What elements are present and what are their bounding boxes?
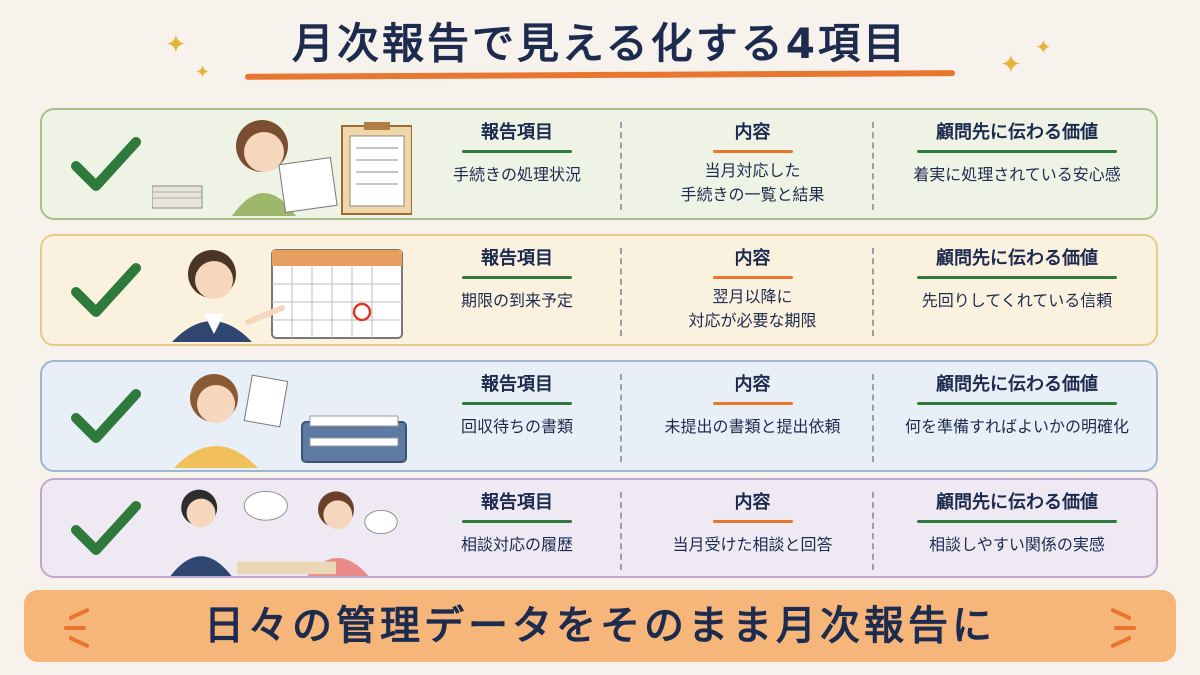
content-text: 未提出の書類と提出依頼: [664, 417, 841, 436]
content-text: 翌月以降に 対応が必要な期限: [688, 287, 817, 330]
woman-with-document-tray-illustration: [174, 374, 407, 468]
report-item-text: 回収待ちの書類: [460, 417, 573, 436]
sparkle-icon: ✦: [1000, 50, 1022, 80]
column-heading: 内容: [734, 492, 771, 513]
report-item-column: 報告項目 回収待ちの書類: [412, 372, 622, 439]
column-divider: [620, 248, 622, 336]
content-column: 内容 当月対応した 手続きの一覧と結果: [630, 120, 875, 207]
column-heading: 報告項目: [481, 374, 553, 395]
check-icon: [71, 389, 141, 443]
column-divider: [872, 374, 874, 462]
content-text: 当月受けた相談と回答: [672, 535, 833, 554]
check-icon: [71, 137, 141, 191]
sparkle-icon: ✦: [165, 30, 187, 60]
column-heading: 報告項目: [481, 492, 553, 513]
report-item-text: 期限の到来予定: [460, 291, 573, 310]
column-heading: 内容: [734, 374, 771, 395]
column-heading: 内容: [734, 248, 771, 269]
item-row: 報告項目 手続きの処理状況 内容 当月対応した 手続きの一覧と結果 顧問先に伝わ…: [40, 108, 1158, 220]
content-column: 内容 翌月以降に 対応が必要な期限: [630, 246, 875, 333]
column-heading: 内容: [734, 122, 771, 143]
report-item-column: 報告項目 相談対応の履歴: [412, 490, 622, 557]
heading-underline: [462, 276, 572, 279]
heading-underline: [462, 402, 572, 405]
value-text: 相談しやすい関係の実感: [929, 535, 1105, 554]
footer-text: 日々の管理データをそのまま月次報告に: [204, 603, 996, 649]
footer-banner: 日々の管理データをそのまま月次報告に: [24, 590, 1176, 662]
column-heading: 報告項目: [481, 248, 553, 269]
item-row: 報告項目 相談対応の履歴 内容 当月受けた相談と回答 顧問先に伝わる価値 相談し…: [40, 478, 1158, 578]
value-column: 顧問先に伝わる価値 何を準備すればよいかの明確化: [882, 372, 1152, 439]
heading-underline: [462, 520, 572, 523]
report-item-text: 相談対応の履歴: [460, 535, 573, 554]
column-divider: [872, 248, 874, 336]
heading-underline: [712, 520, 793, 523]
heading-underline: [712, 402, 793, 405]
content-text: 当月対応した 手続きの一覧と結果: [680, 161, 825, 204]
check-icon: [71, 263, 141, 317]
content-column: 内容 未提出の書類と提出依頼: [630, 372, 875, 439]
value-column: 顧問先に伝わる価値 相談しやすい関係の実感: [882, 490, 1152, 557]
check-icon: [71, 501, 141, 555]
report-item-column: 報告項目 手続きの処理状況: [412, 120, 622, 187]
heading-underline: [917, 520, 1117, 523]
value-text: 先回りしてくれている信頼: [921, 291, 1113, 310]
value-column: 顧問先に伝わる価値 着実に処理されている安心感: [882, 120, 1152, 187]
heading-underline: [462, 150, 572, 153]
column-divider: [872, 122, 874, 210]
heading-underline: [917, 150, 1117, 153]
man-pointing-calendar-illustration: [172, 249, 403, 342]
sparkle-icon: ✦: [1035, 35, 1052, 59]
consultation-illustration: [170, 489, 398, 576]
report-item-column: 報告項目 期限の到来予定: [412, 246, 622, 313]
column-heading: 顧問先に伝わる価値: [936, 248, 1098, 269]
column-heading: 顧問先に伝わる価値: [936, 122, 1098, 143]
column-divider: [872, 492, 874, 570]
item-row: 報告項目 期限の到来予定 内容 翌月以降に 対応が必要な期限 顧問先に伝わる価値…: [40, 234, 1158, 346]
sparkle-icon: ✦: [195, 62, 211, 83]
heading-underline: [917, 276, 1117, 279]
column-heading: 顧問先に伝わる価値: [936, 492, 1098, 513]
heading-underline: [917, 402, 1117, 405]
column-divider: [620, 374, 622, 462]
accent-dash: [1114, 626, 1136, 630]
title-area: 月次報告で見える化する4項目: [0, 10, 1200, 88]
column-divider: [620, 492, 622, 570]
heading-underline: [712, 150, 793, 153]
report-item-text: 手続きの処理状況: [452, 165, 581, 184]
value-column: 顧問先に伝わる価値 先回りしてくれている信頼: [882, 246, 1152, 313]
value-text: 着実に処理されている安心感: [913, 165, 1121, 184]
content-column: 内容 当月受けた相談と回答: [630, 490, 875, 557]
woman-with-clipboard-illustration: [152, 120, 412, 216]
page-title: 月次報告で見える化する4項目: [292, 19, 908, 68]
column-heading: 顧問先に伝わる価値: [936, 374, 1098, 395]
column-divider: [620, 122, 622, 210]
heading-underline: [712, 276, 793, 279]
column-heading: 報告項目: [481, 122, 553, 143]
accent-dash: [64, 626, 86, 630]
value-text: 何を準備すればよいかの明確化: [904, 417, 1129, 436]
item-row: 報告項目 回収待ちの書類 内容 未提出の書類と提出依頼 顧問先に伝わる価値 何を…: [40, 360, 1158, 472]
